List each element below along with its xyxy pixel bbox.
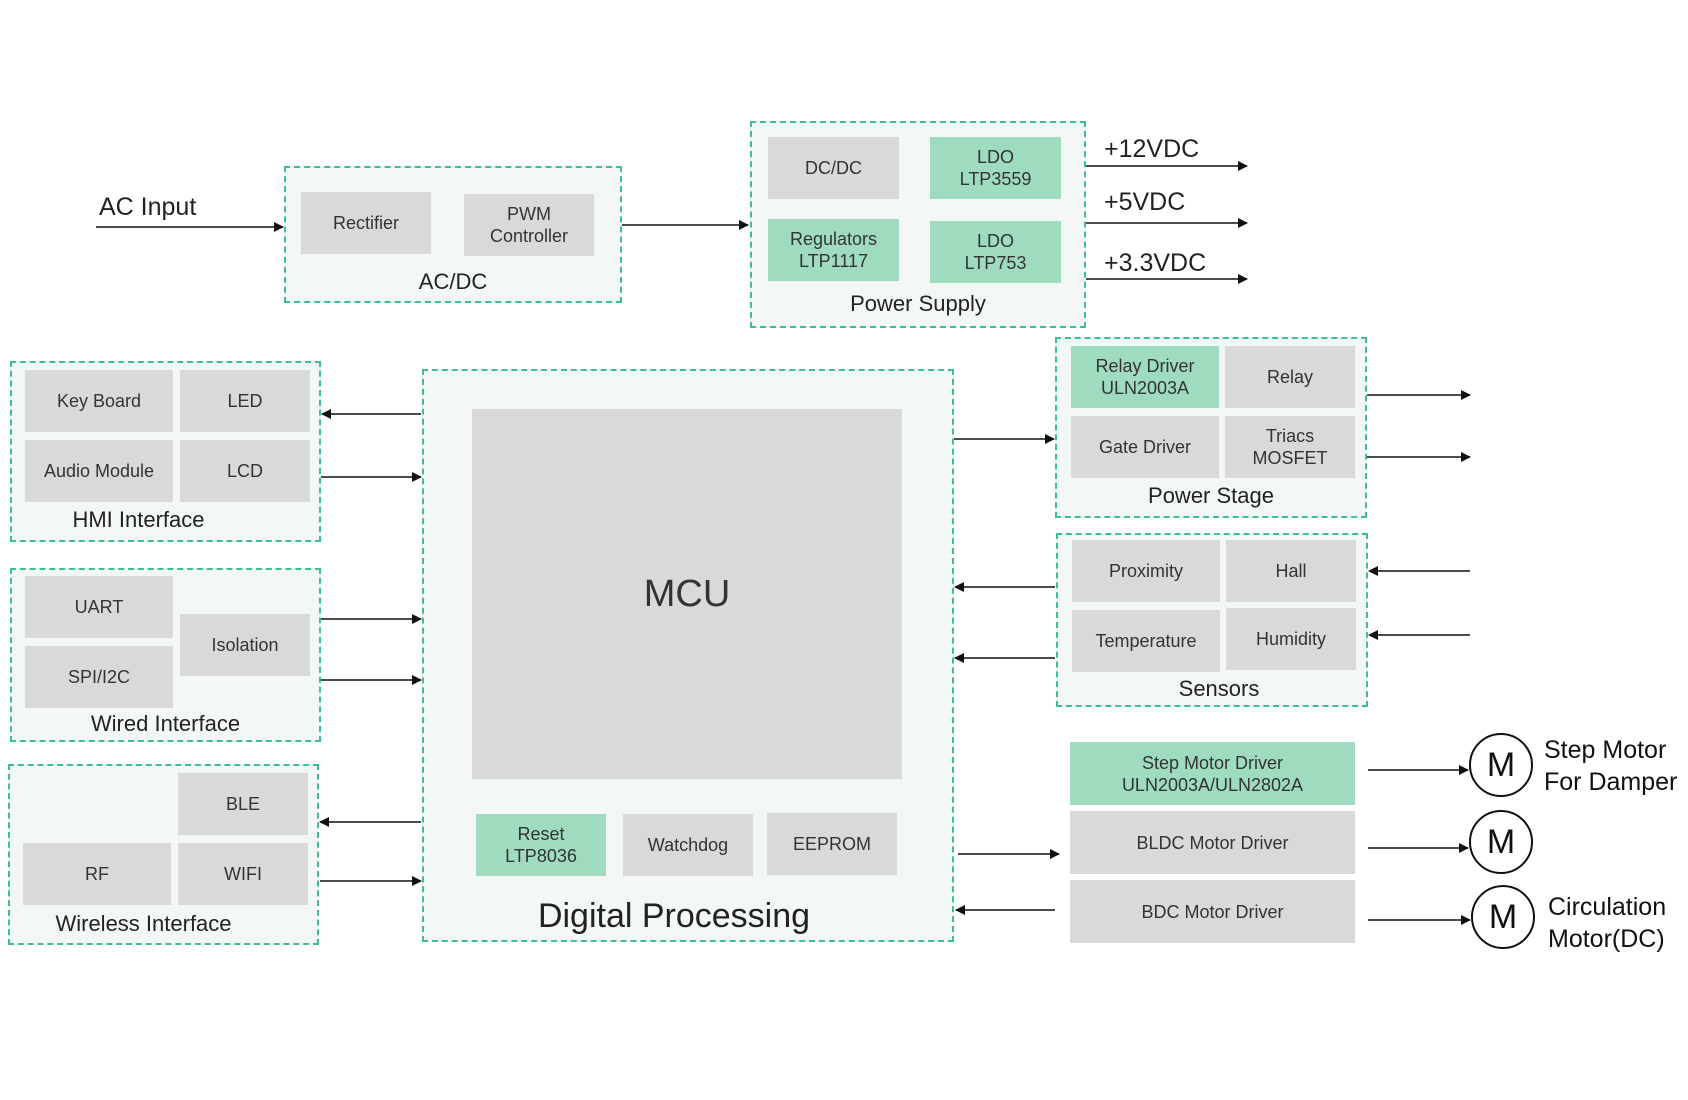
ble-block: BLE bbox=[178, 773, 308, 835]
dcdc-block: DC/DC bbox=[768, 137, 899, 199]
circulation-motor-icon: M bbox=[1471, 885, 1535, 949]
step-motor-label: Step Motor For Damper bbox=[1544, 736, 1678, 796]
relay-driver-block: Relay Driver ULN2003A bbox=[1071, 346, 1219, 408]
pwm-controller-block: PWM Controller bbox=[464, 194, 594, 256]
output-5vdc-label: +5VDC bbox=[1104, 188, 1186, 216]
wireless-interface-title: Wireless Interface bbox=[55, 911, 232, 936]
led-block: LED bbox=[180, 370, 310, 432]
bdc-motor-driver-block: BDC Motor Driver bbox=[1070, 880, 1355, 943]
bldc-motor-icon: M bbox=[1469, 810, 1533, 874]
power-stage-group: Relay Driver ULN2003A Relay Gate Driver … bbox=[1055, 337, 1367, 518]
lcd-block: LCD bbox=[180, 440, 310, 502]
rectifier-block: Rectifier bbox=[301, 192, 431, 254]
bldc-motor-driver-block: BLDC Motor Driver bbox=[1070, 811, 1355, 874]
wired-interface-group: UART SPI/I2C Isolation Wired Interface bbox=[10, 568, 321, 742]
gate-driver-block: Gate Driver bbox=[1071, 416, 1219, 478]
sensors-group: Proximity Hall Temperature Humidity Sens… bbox=[1056, 533, 1368, 707]
proximity-block: Proximity bbox=[1072, 540, 1220, 602]
ldo-ltp3559-block: LDO LTP3559 bbox=[930, 137, 1061, 199]
isolation-block: Isolation bbox=[180, 614, 310, 676]
wifi-block: WIFI bbox=[178, 843, 308, 905]
ldo-ltp753-block: LDO LTP753 bbox=[930, 221, 1061, 283]
reset-ltp8036-block: Reset LTP8036 bbox=[476, 814, 606, 876]
hall-block: Hall bbox=[1226, 540, 1356, 602]
acdc-group: Rectifier PWM Controller AC/DC bbox=[284, 166, 622, 303]
ac-input-label: AC Input bbox=[99, 193, 197, 221]
power-stage-title: Power Stage bbox=[1148, 483, 1274, 508]
output-33vdc-label: +3.3VDC bbox=[1104, 249, 1207, 277]
rf-block: RF bbox=[23, 843, 171, 905]
power-supply-title: Power Supply bbox=[850, 291, 986, 316]
regulators-ltp1117-block: Regulators LTP1117 bbox=[768, 219, 899, 281]
keyboard-block: Key Board bbox=[25, 370, 173, 432]
digital-processing-group: MCU Reset LTP8036 Watchdog EEPROM Digita… bbox=[422, 369, 954, 942]
triacs-mosfet-block: Triacs MOSFET bbox=[1225, 416, 1355, 478]
audio-module-block: Audio Module bbox=[25, 440, 173, 502]
hmi-interface-group: Key Board LED Audio Module LCD HMI Inter… bbox=[10, 361, 321, 542]
relay-block: Relay bbox=[1225, 346, 1355, 408]
output-12vdc-label: +12VDC bbox=[1104, 135, 1200, 163]
digital-processing-title: Digital Processing bbox=[537, 897, 811, 935]
hmi-interface-title: HMI Interface bbox=[72, 507, 205, 532]
wired-interface-title: Wired Interface bbox=[90, 711, 241, 736]
watchdog-block: Watchdog bbox=[623, 814, 753, 876]
eeprom-block: EEPROM bbox=[767, 813, 897, 875]
temperature-block: Temperature bbox=[1072, 610, 1220, 672]
step-motor-icon: M bbox=[1469, 733, 1533, 797]
spi-i2c-block: SPI/I2C bbox=[25, 646, 173, 708]
wireless-interface-group: BLE RF WIFI Wireless Interface bbox=[8, 764, 319, 945]
power-supply-group: DC/DC LDO LTP3559 Regulators LTP1117 LDO… bbox=[750, 121, 1086, 328]
mcu-block: MCU bbox=[472, 409, 902, 779]
humidity-block: Humidity bbox=[1226, 608, 1356, 670]
acdc-title: AC/DC bbox=[418, 269, 488, 294]
uart-block: UART bbox=[25, 576, 173, 638]
sensors-title: Sensors bbox=[1178, 676, 1260, 701]
step-motor-driver-block: Step Motor Driver ULN2003A/ULN2802A bbox=[1070, 742, 1355, 805]
circulation-motor-label: Circulation Motor(DC) bbox=[1548, 893, 1667, 953]
